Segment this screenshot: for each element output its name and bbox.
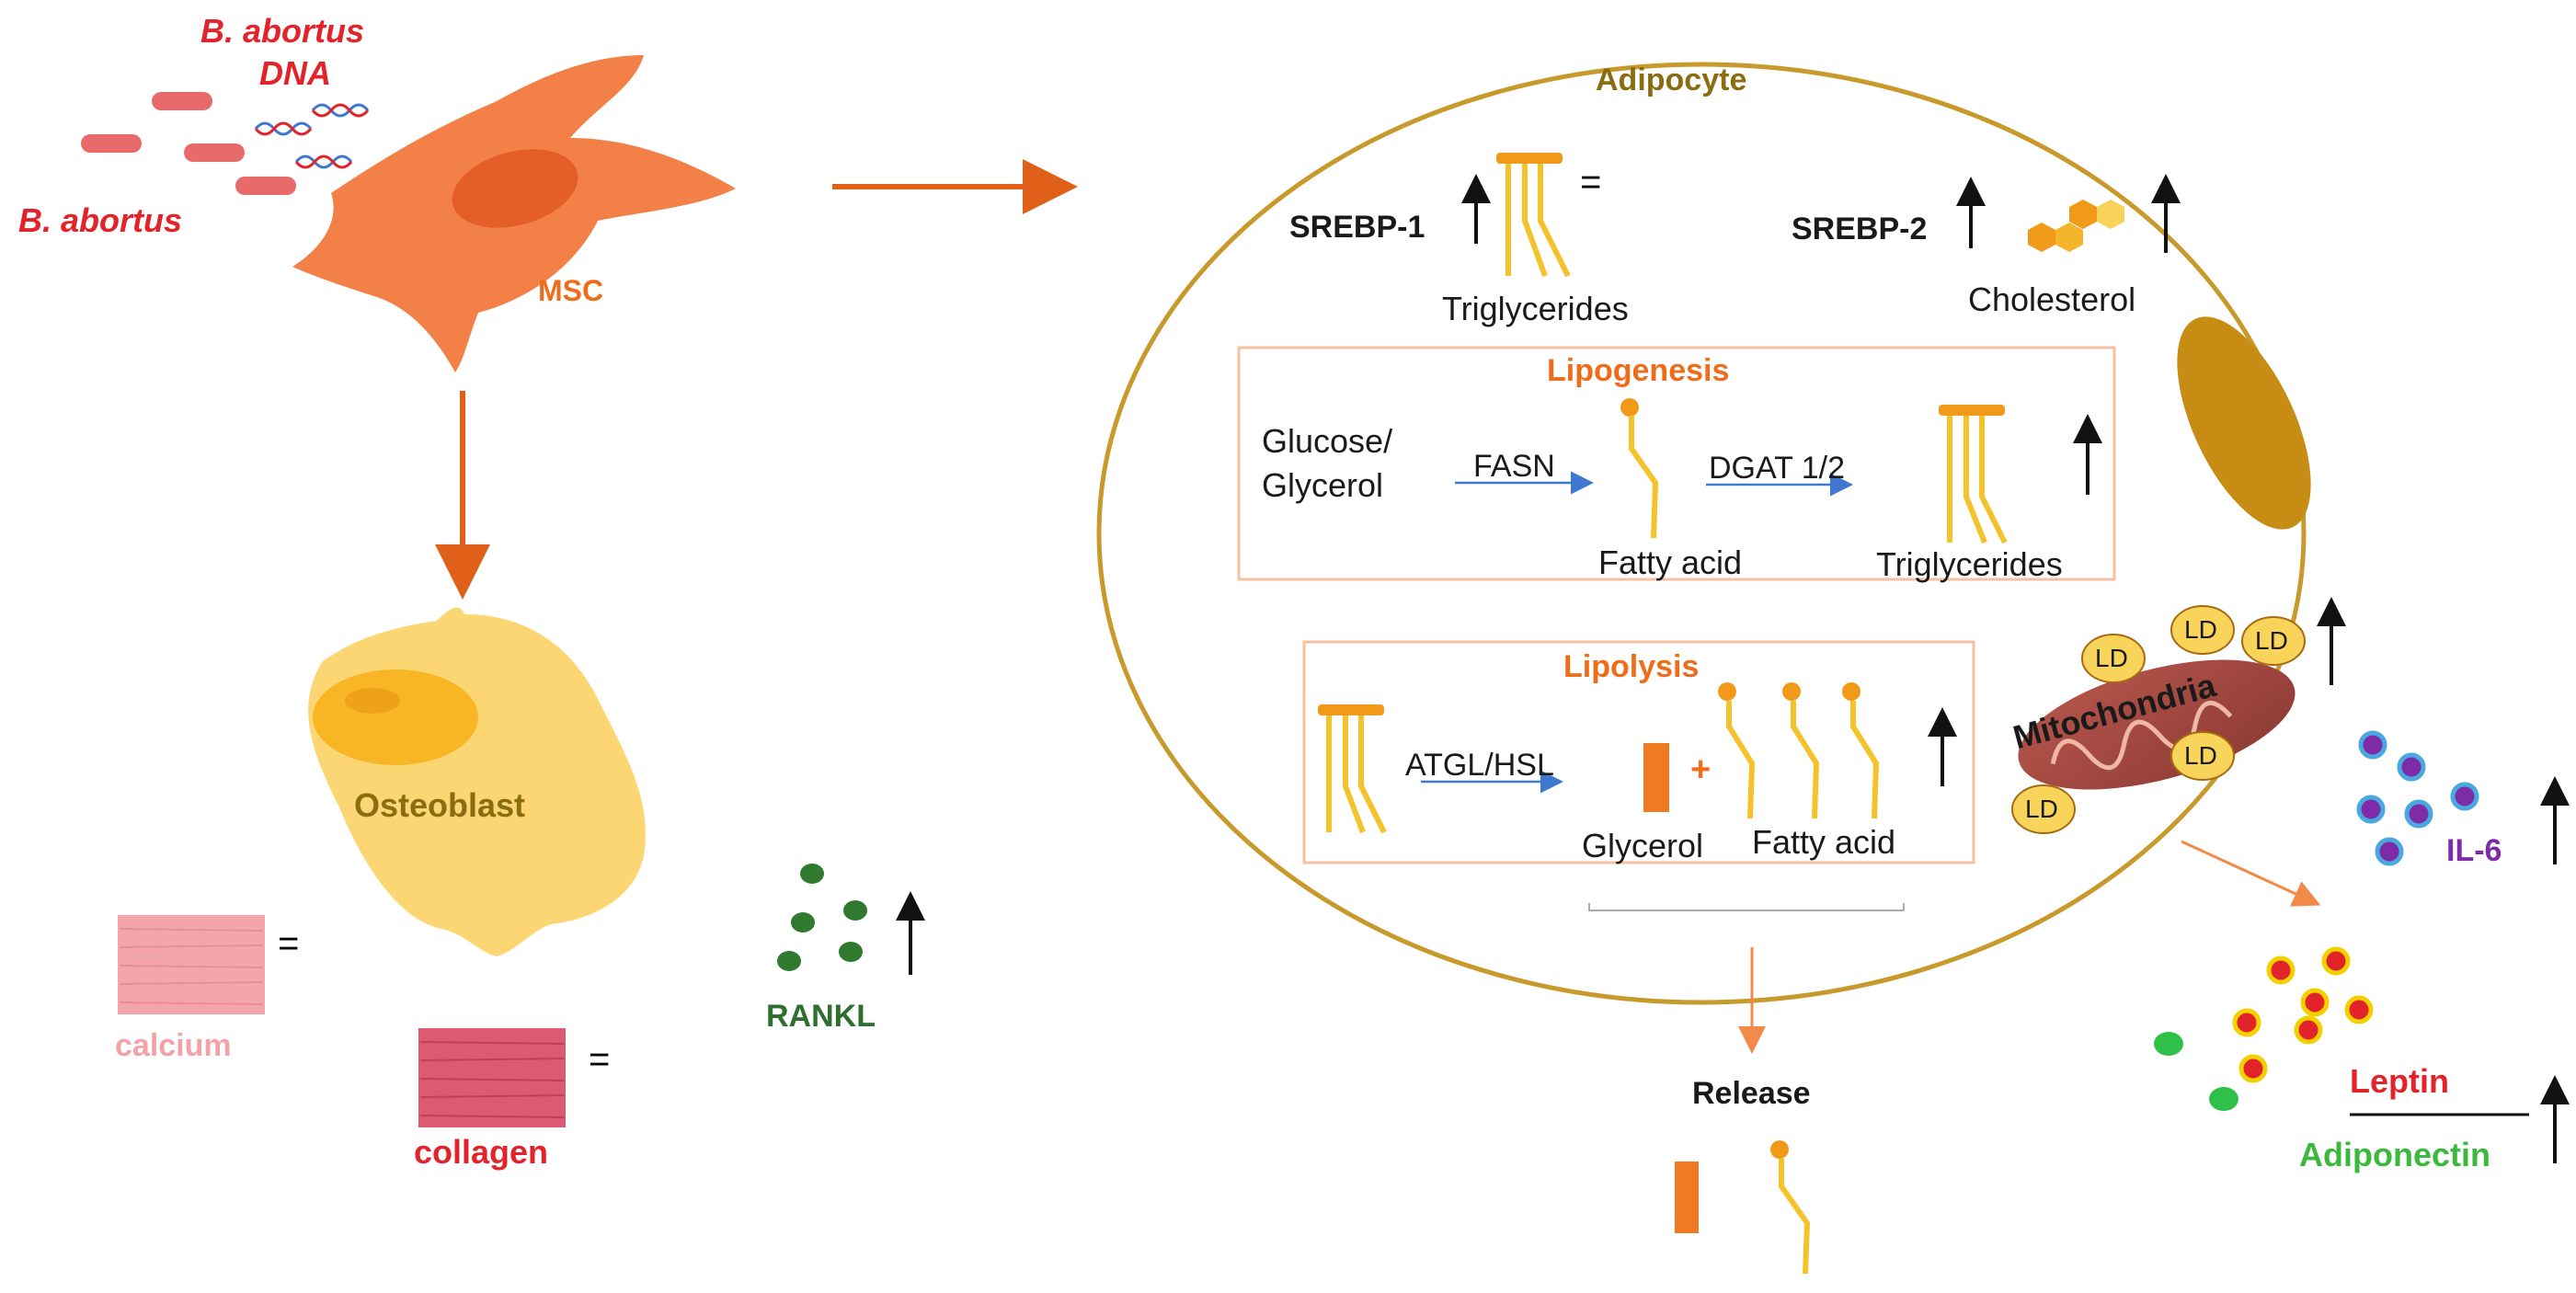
ld-label: LD (2095, 644, 2128, 672)
fasn-label: FASN (1473, 449, 1555, 484)
lipolysis-title: Lipolysis (1563, 649, 1700, 684)
il6-dots (2356, 730, 2479, 866)
adipocyte-nucleus (2177, 316, 2311, 530)
fatty-acid-icons-ll (1718, 682, 1880, 819)
glycerol-icon (1643, 743, 1669, 812)
triglycerides-top-label: Triglycerides (1442, 290, 1629, 327)
fatty-acid-icon-lg (1620, 398, 1659, 539)
glucose-label: Glucose/ (1262, 422, 1393, 460)
osteoblast-cell (308, 607, 646, 956)
dgat-label: DGAT 1/2 (1709, 451, 1846, 486)
triglyceride-icon-top (1496, 153, 1571, 278)
rankl-dots (777, 864, 867, 971)
leptin-label: Leptin (2350, 1062, 2449, 1100)
triglyceride-icon-ll (1318, 704, 1387, 834)
bacterium-rod (81, 134, 142, 153)
collagen-equals: = (589, 1039, 611, 1080)
adiponectin-dots (2154, 1032, 2238, 1111)
b-abortus-dna-label: B. abortus (200, 12, 365, 50)
ld-label: LD (2184, 741, 2217, 770)
bacteria-group (81, 92, 296, 195)
triglyceride-icon-lg (1939, 405, 2008, 544)
adipocyte-membrane (1096, 62, 2307, 1005)
il6-label: IL-6 (2446, 833, 2502, 868)
released-glycerol-icon (1675, 1161, 1699, 1233)
plus-sign: + (1690, 750, 1712, 789)
leptin-dots (2232, 946, 2374, 1083)
msc-nucleus (452, 149, 578, 228)
dna-helix-icons (254, 103, 370, 169)
lipogenesis-box (1237, 346, 2116, 581)
msc-label: MSC (538, 274, 604, 307)
lipogenesis-title: Lipogenesis (1547, 353, 1730, 388)
cholesterol-label: Cholesterol (1968, 280, 2136, 318)
atgl-hsl-label: ATGL/HSL (1405, 748, 1554, 783)
fatty-acid-label-ll: Fatty acid (1752, 823, 1896, 861)
bacterium-rod (184, 143, 245, 162)
cholesterol-icon (2028, 200, 2124, 252)
osteoblast-label: Osteoblast (354, 786, 526, 824)
ld-label: LD (2184, 615, 2217, 644)
lipolysis-brace (1588, 903, 1905, 911)
bacterium-rod (235, 177, 296, 195)
adipocyte-label: Adipocyte (1596, 63, 1747, 97)
glycerol-label: Glycerol (1582, 827, 1704, 864)
secretion-arrow (2181, 840, 2321, 907)
calcium-label: calcium (115, 1028, 232, 1063)
ld-label: LD (2025, 795, 2058, 823)
osteoblast-nucleus (313, 669, 478, 765)
b-abortus-label: B. abortus (18, 201, 183, 239)
msc-cell (292, 55, 736, 372)
rankl-label: RANKL (766, 999, 876, 1034)
srebp2-label: SREBP-2 (1792, 212, 1928, 246)
release-label: Release (1692, 1076, 1811, 1111)
lipolysis-box (1302, 640, 1975, 864)
bacterium-rod (152, 92, 212, 110)
fatty-acid-label-lg: Fatty acid (1598, 544, 1743, 581)
calcium-swatch (118, 915, 265, 1014)
glycerol-source-label: Glycerol (1262, 466, 1384, 504)
calcium-equals: = (278, 923, 300, 964)
collagen-label: collagen (414, 1133, 549, 1171)
triglycerides-label-lg: Triglycerides (1876, 545, 2063, 583)
adiponectin-label: Adiponectin (2299, 1136, 2490, 1173)
triglycerides-top-equals: = (1580, 162, 1602, 202)
b-abortus-dna-label-line2: DNA (259, 54, 331, 92)
collagen-swatch (418, 1028, 566, 1127)
srebp1-label: SREBP-1 (1289, 210, 1425, 245)
ld-label: LD (2255, 626, 2288, 655)
lipid-droplets (2011, 605, 2306, 834)
released-fatty-acid-icon (1770, 1140, 1811, 1275)
